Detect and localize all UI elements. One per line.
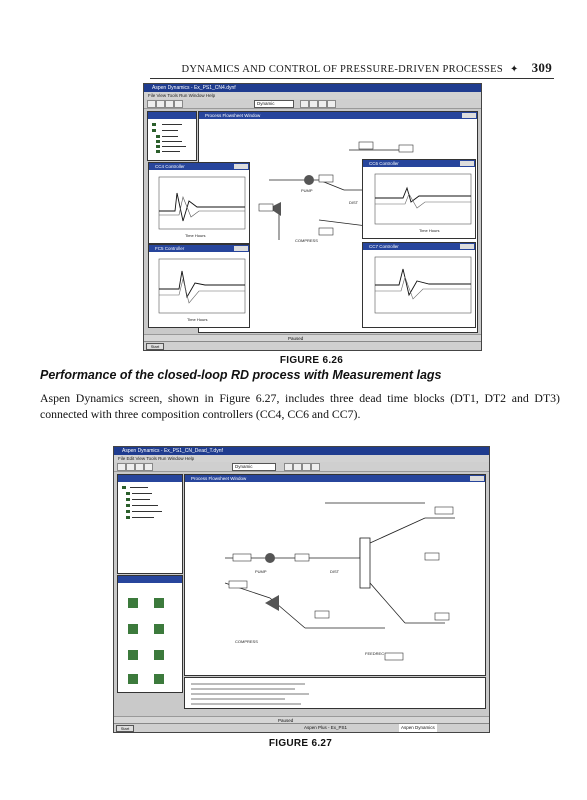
section-heading: Performance of the closed-loop RD proces… (40, 368, 442, 382)
open-icon[interactable] (126, 463, 135, 471)
print-icon[interactable] (174, 100, 183, 108)
cc4-plot-title: CC4 Controller (149, 163, 249, 170)
cc6-plot-title: CC6 Controller (363, 160, 475, 167)
cc6-time-label: Time Hours (419, 228, 440, 233)
taskbar-item[interactable]: Aspen Dynamics (399, 724, 437, 732)
menu-bar[interactable]: File Edit View Tools Run Window Help (114, 455, 489, 462)
save-icon[interactable] (165, 100, 174, 108)
svg-text:PUMP: PUMP (301, 188, 313, 193)
fc5-plot-title: FC5 Controller (149, 245, 249, 252)
app-title-bar: Aspen Dynamics - Ex_PS1_CN_Dead_T.dynf (114, 447, 489, 455)
flowsheet-canvas: PUMP DIST COMPRESS FEEDREC (224, 502, 455, 661)
taskbar: Start Aspen Plus - Ex_PS1 Aspen Dynamics (114, 723, 489, 732)
status-bar: Paused (144, 334, 481, 342)
window-controls-icon[interactable] (234, 246, 248, 251)
cc6-trend: Time Hours (374, 173, 472, 233)
body-paragraph: Aspen Dynamics screen, shown in Figure 6… (40, 391, 560, 421)
svg-text:COMPRESS: COMPRESS (295, 238, 318, 243)
running-head-title: DYNAMICS AND CONTROL OF PRESSURE-DRIVEN … (181, 64, 504, 75)
process-flowsheet-window: Process Flowsheet Window (184, 474, 486, 676)
model-library-icons (128, 598, 164, 684)
step-icon[interactable] (318, 100, 327, 108)
taskbar: Start (144, 341, 481, 350)
simulation-messages-window (184, 677, 486, 709)
run-mode-select[interactable]: Dynamic (232, 463, 276, 471)
restart-icon[interactable] (327, 100, 336, 108)
page-number: 309 (531, 60, 552, 75)
menu-bar[interactable]: File View Tools Run Window Help (144, 92, 481, 99)
cc4-time-label: Time Hours (185, 233, 206, 238)
running-header: DYNAMICS AND CONTROL OF PRESSURE-DRIVEN … (150, 60, 552, 76)
figure-6-26-screenshot: Aspen Dynamics - Ex_PS1_CN4.dynf File Vi… (143, 83, 482, 351)
svg-text:DIST: DIST (330, 569, 340, 574)
window-controls-icon[interactable] (462, 113, 476, 118)
window-controls-icon[interactable] (234, 164, 248, 169)
explorer-tree (122, 486, 162, 519)
explorer-tree (152, 123, 186, 153)
window-controls-icon[interactable] (460, 244, 474, 249)
open-icon[interactable] (156, 100, 165, 108)
window-controls-icon[interactable] (470, 476, 484, 481)
figure-6-27-caption: FIGURE 6.27 (268, 738, 333, 749)
toolbar: Dynamic (144, 99, 481, 109)
figure-6-27-screenshot: Aspen Dynamics - Ex_PS1_CN_Dead_T.dynf F… (113, 446, 490, 733)
cc4-plot-window: CC4 Controller Time Hours (148, 162, 250, 244)
svg-text:FEEDREC: FEEDREC (365, 651, 384, 656)
exploring-window (117, 474, 183, 574)
cc7-plot-title: CC7 Controller (363, 243, 475, 250)
cc6-plot-window: CC6 Controller Time Hours (362, 159, 476, 239)
start-button[interactable]: Start (146, 343, 164, 350)
print-icon[interactable] (144, 463, 153, 471)
restart-icon[interactable] (311, 463, 320, 471)
svg-text:PUMP: PUMP (255, 569, 267, 574)
status-text: Paused (288, 336, 304, 341)
diamond-icon: ✦ (509, 64, 519, 75)
flowsheet-title: Process Flowsheet Window (185, 475, 485, 482)
new-icon[interactable] (147, 100, 156, 108)
svg-text:COMPRESS: COMPRESS (235, 639, 258, 644)
pause-icon[interactable] (293, 463, 302, 471)
header-rule (150, 78, 554, 79)
flowsheet-title: Process Flowsheet Window (199, 112, 477, 119)
exploring-window (147, 111, 197, 161)
taskbar-item[interactable]: Aspen Plus - Ex_PS1 (304, 725, 348, 730)
start-button[interactable]: Start (116, 725, 134, 732)
library-palette (117, 575, 183, 693)
messages-lines (191, 683, 309, 705)
fc5-time-label: Time Hours (187, 317, 208, 322)
window-controls-icon[interactable] (460, 161, 474, 166)
run-icon[interactable] (284, 463, 293, 471)
new-icon[interactable] (117, 463, 126, 471)
status-bar: Paused (114, 716, 489, 724)
save-icon[interactable] (135, 463, 144, 471)
cc7-trend (374, 256, 472, 314)
step-icon[interactable] (302, 463, 311, 471)
app-title-bar: Aspen Dynamics - Ex_PS1_CN4.dynf (144, 84, 481, 92)
fc5-trend: Time Hours (158, 258, 246, 322)
svg-text:DIST: DIST (349, 200, 359, 205)
toolbar: Dynamic (114, 462, 489, 472)
pause-icon[interactable] (309, 100, 318, 108)
status-text: Paused (278, 718, 294, 723)
cc7-plot-window: CC7 Controller (362, 242, 476, 328)
run-icon[interactable] (300, 100, 309, 108)
run-mode-select[interactable]: Dynamic (254, 100, 294, 108)
figure-6-26-caption: FIGURE 6.26 (279, 355, 344, 366)
cc4-trend: Time Hours (158, 176, 246, 238)
fc5-plot-window: FC5 Controller Time Hours (148, 244, 250, 328)
